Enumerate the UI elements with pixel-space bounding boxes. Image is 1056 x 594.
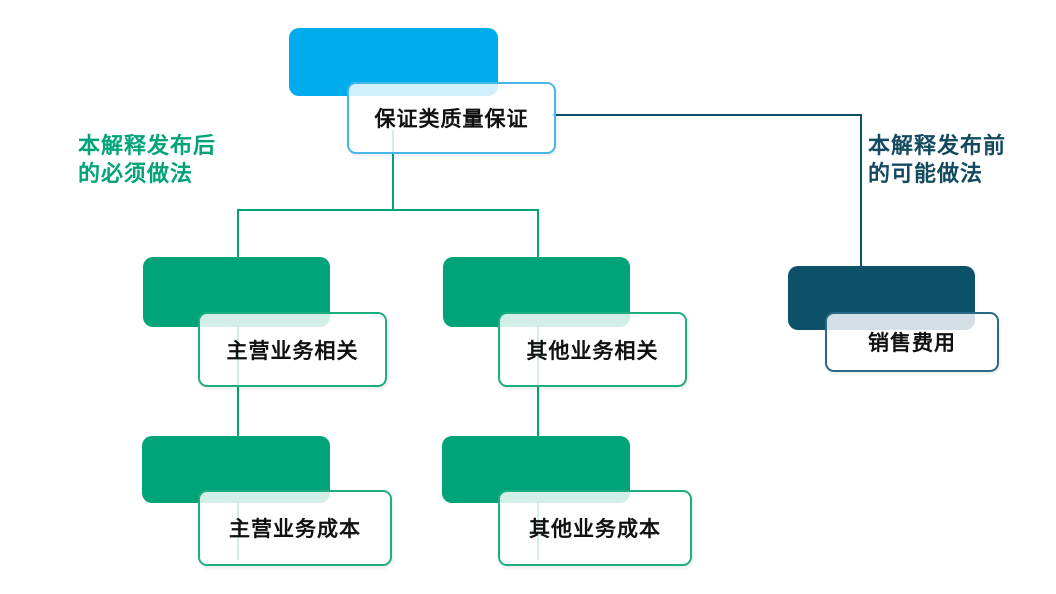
other-related-node: 其他业务相关 [498, 312, 687, 387]
connector-horizontal-rail [237, 209, 538, 211]
connector-legacy-vertical [860, 114, 862, 266]
selling-expense-node-label: 销售费用 [868, 332, 956, 355]
selling-expense-node: 销售费用 [825, 312, 999, 372]
connector-root-vertical [392, 130, 394, 209]
connector-legacy-horizontal [552, 114, 861, 116]
other-cost-node-label: 其他业务成本 [529, 518, 661, 541]
root-node: 保证类质量保证 [347, 82, 556, 154]
right-annotation: 本解释发布前 的可能做法 [868, 133, 1007, 186]
main-related-node-label: 主营业务相关 [226, 339, 359, 363]
main-related-node: 主营业务相关 [198, 312, 387, 387]
main-cost-node-label: 主营业务成本 [229, 518, 361, 541]
root-node-label: 保证类质量保证 [374, 108, 529, 131]
left-annotation: 本解释发布后 的必须做法 [78, 133, 217, 186]
other-cost-node: 其他业务成本 [498, 490, 692, 566]
other-related-node-label: 其他业务相关 [526, 339, 659, 363]
main-cost-node: 主营业务成本 [198, 490, 392, 566]
